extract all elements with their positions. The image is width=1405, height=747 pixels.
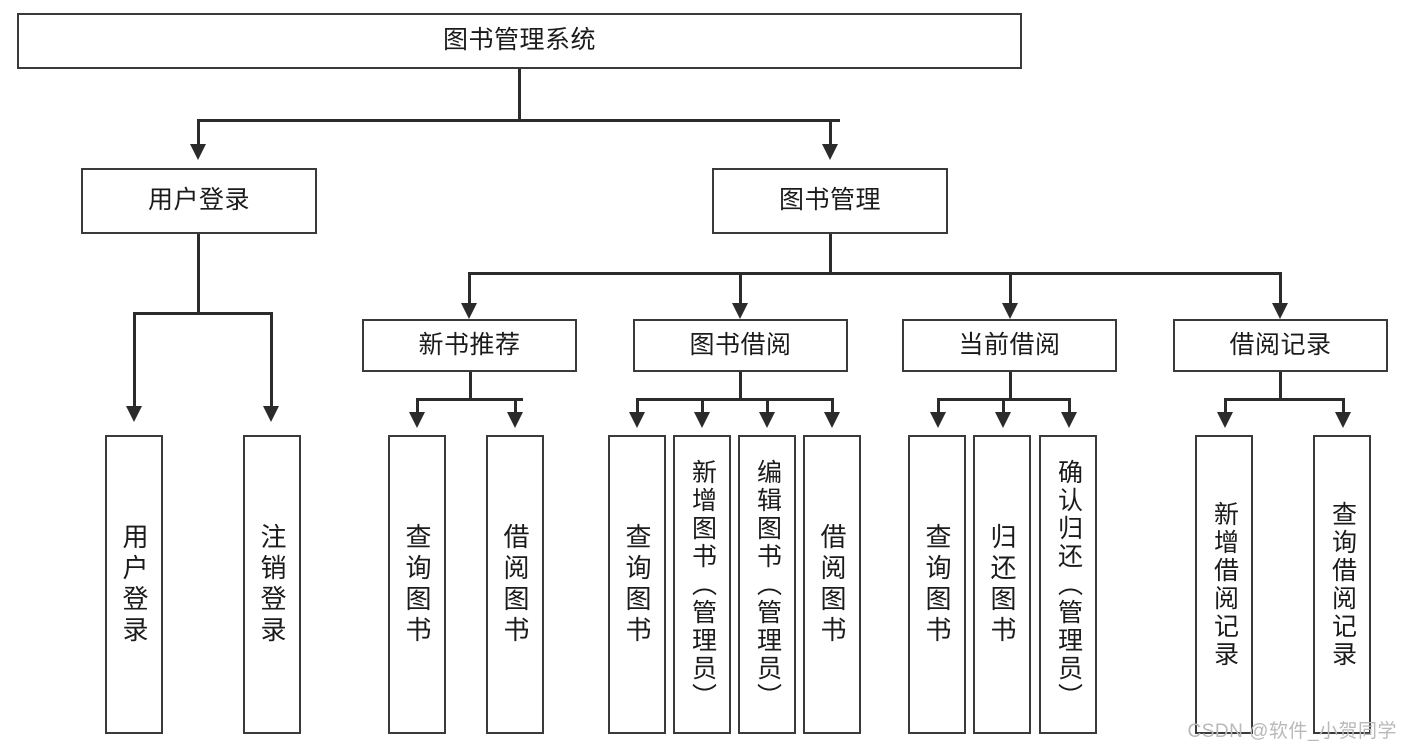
connector-bm-to-current-borrow [1009, 272, 1012, 305]
node-leaf-confirm-return-label: 确认归还（管理员） [1054, 458, 1083, 711]
connector-br-to-leaf-1 [1224, 398, 1227, 414]
arrow-bb-to-leaf-2 [694, 412, 710, 428]
node-leaf-query-book-2-label: 查询图书 [622, 522, 652, 647]
connector-bb-to-leaf-3 [766, 398, 769, 414]
arrow-cb-to-leaf-2 [995, 412, 1011, 428]
node-leaf-return-book-label: 归还图书 [987, 522, 1017, 647]
connector-book-manage-bar [468, 272, 1280, 275]
node-book-borrow-label: 图书借阅 [689, 330, 792, 359]
node-user-login-label: 用户登录 [147, 186, 250, 215]
arrow-root-to-user-login [190, 144, 206, 160]
connector-nbr-stem [469, 372, 472, 400]
node-book-manage[interactable]: 图书管理 [712, 168, 948, 234]
node-leaf-confirm-return[interactable]: 确认归还（管理员） [1039, 435, 1097, 734]
connector-book-manage-stem [829, 234, 832, 274]
arrow-bm-to-current-borrow [1002, 303, 1018, 319]
node-leaf-borrow-book-2[interactable]: 借阅图书 [803, 435, 861, 734]
node-leaf-add-record[interactable]: 新增借阅记录 [1195, 435, 1253, 734]
connector-root-to-book-manage [829, 119, 832, 146]
node-leaf-query-record[interactable]: 查询借阅记录 [1313, 435, 1371, 734]
connector-root-stem [518, 69, 521, 120]
node-current-borrow[interactable]: 当前借阅 [902, 319, 1117, 372]
node-leaf-query-book-2[interactable]: 查询图书 [608, 435, 666, 734]
arrow-br-to-leaf-2 [1335, 412, 1351, 428]
connector-bm-to-borrow-record [1279, 272, 1282, 305]
connector-br-stem [1279, 372, 1282, 400]
arrow-bb-to-leaf-3 [759, 412, 775, 428]
node-leaf-user-login-label: 用户登录 [119, 522, 149, 647]
connector-bm-to-book-borrow [739, 272, 742, 305]
node-root[interactable]: 图书管理系统 [17, 13, 1022, 69]
node-new-book-recommend-label: 新书推荐 [418, 330, 521, 359]
arrow-user-login-to-leaf-2 [263, 406, 279, 422]
node-leaf-add-book[interactable]: 新增图书（管理员） [673, 435, 731, 734]
node-root-label: 图书管理系统 [442, 26, 596, 55]
arrow-bm-to-borrow-record [1272, 303, 1288, 319]
arrow-root-to-book-manage [822, 144, 838, 160]
node-new-book-recommend[interactable]: 新书推荐 [362, 319, 577, 372]
node-leaf-user-login[interactable]: 用户登录 [105, 435, 163, 734]
node-leaf-edit-book[interactable]: 编辑图书（管理员） [738, 435, 796, 734]
arrow-bm-to-book-borrow [732, 303, 748, 319]
connector-user-login-to-leaf-1 [133, 312, 136, 408]
node-leaf-query-book-3-label: 查询图书 [922, 522, 952, 647]
node-leaf-query-book-1[interactable]: 查询图书 [388, 435, 446, 734]
connector-nbr-bar [416, 398, 523, 401]
arrow-bb-to-leaf-1 [629, 412, 645, 428]
node-book-manage-label: 图书管理 [778, 186, 881, 215]
arrow-nbr-to-leaf-1 [409, 412, 425, 428]
arrow-cb-to-leaf-1 [930, 412, 946, 428]
connector-root-bar [197, 119, 840, 122]
node-current-borrow-label: 当前借阅 [958, 330, 1061, 359]
connector-nbr-to-leaf-2 [514, 398, 517, 414]
arrow-bm-to-new-book [461, 303, 477, 319]
node-leaf-return-book[interactable]: 归还图书 [973, 435, 1031, 734]
node-borrow-record[interactable]: 借阅记录 [1173, 319, 1388, 372]
connector-bb-to-leaf-2 [701, 398, 704, 414]
node-leaf-user-logout[interactable]: 注销登录 [243, 435, 301, 734]
arrow-br-to-leaf-1 [1217, 412, 1233, 428]
connector-cb-to-leaf-3 [1068, 398, 1071, 414]
node-leaf-borrow-book-2-label: 借阅图书 [817, 522, 847, 647]
connector-bm-to-new-book [468, 272, 471, 305]
node-leaf-query-book-3[interactable]: 查询图书 [908, 435, 966, 734]
connector-br-bar [1224, 398, 1342, 401]
node-leaf-add-record-label: 新增借阅记录 [1210, 500, 1239, 669]
connector-nbr-to-leaf-1 [416, 398, 419, 414]
connector-bb-stem [739, 372, 742, 400]
node-leaf-edit-book-label: 编辑图书（管理员） [753, 458, 782, 711]
node-leaf-add-book-label: 新增图书（管理员） [688, 458, 717, 711]
connector-cb-to-leaf-1 [937, 398, 940, 414]
arrow-bb-to-leaf-4 [824, 412, 840, 428]
connector-cb-stem [1009, 372, 1012, 400]
connector-bb-bar [636, 398, 833, 401]
connector-root-to-user-login [197, 119, 200, 146]
arrow-nbr-to-leaf-2 [507, 412, 523, 428]
node-leaf-query-record-label: 查询借阅记录 [1328, 500, 1357, 669]
arrow-cb-to-leaf-3 [1061, 412, 1077, 428]
connector-user-login-bar [133, 312, 271, 315]
node-leaf-query-book-1-label: 查询图书 [402, 522, 432, 647]
node-borrow-record-label: 借阅记录 [1229, 330, 1332, 359]
node-leaf-user-logout-label: 注销登录 [257, 522, 287, 647]
connector-cb-to-leaf-2 [1002, 398, 1005, 414]
connector-user-login-to-leaf-2 [270, 312, 273, 408]
connector-bb-to-leaf-4 [831, 398, 834, 414]
node-book-borrow[interactable]: 图书借阅 [633, 319, 848, 372]
connector-user-login-stem [197, 234, 200, 314]
node-leaf-borrow-book-1[interactable]: 借阅图书 [486, 435, 544, 734]
arrow-user-login-to-leaf-1 [126, 406, 142, 422]
node-leaf-borrow-book-1-label: 借阅图书 [500, 522, 530, 647]
node-user-login[interactable]: 用户登录 [81, 168, 317, 234]
connector-br-to-leaf-2 [1342, 398, 1345, 414]
connector-bb-to-leaf-1 [636, 398, 639, 414]
